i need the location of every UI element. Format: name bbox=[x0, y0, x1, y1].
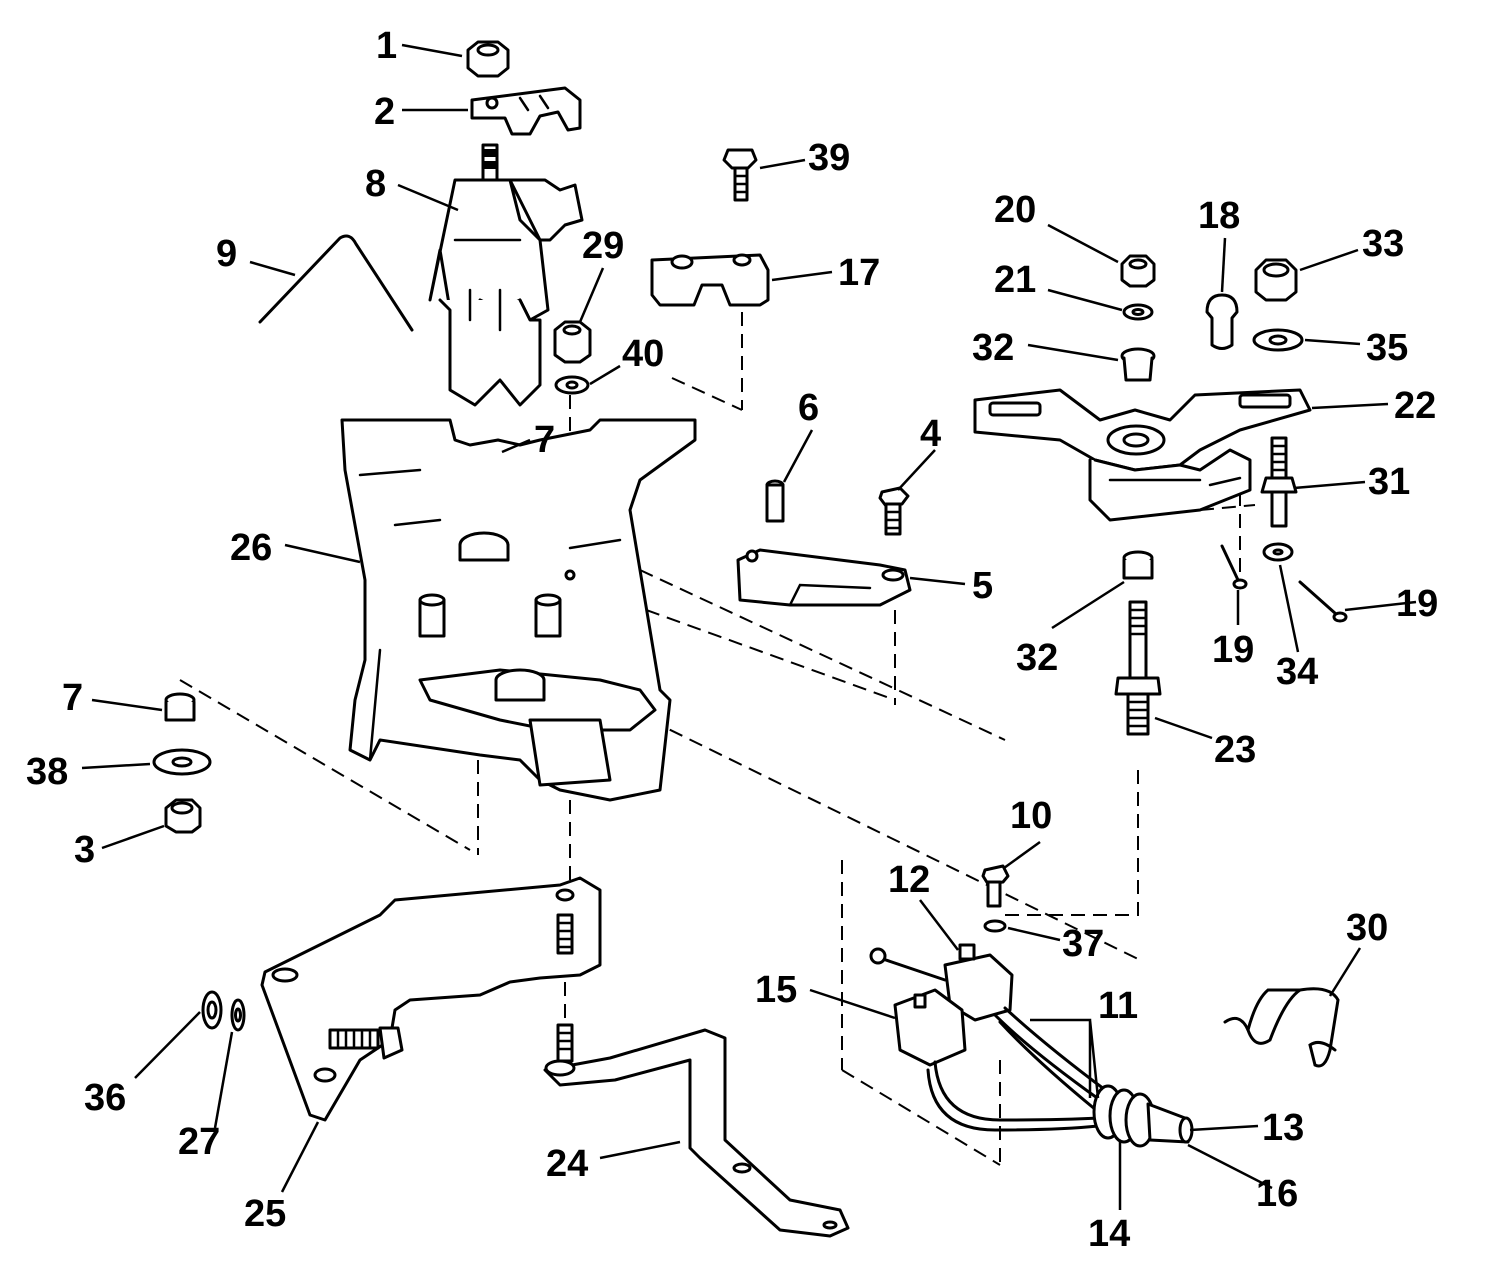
part-17-clamp-block bbox=[650, 253, 770, 307]
callout-14: 14 bbox=[1088, 1213, 1130, 1255]
callout-19-center: 19 bbox=[1212, 629, 1254, 671]
part-19-cotter-pin-left bbox=[1220, 544, 1248, 590]
callout-15: 15 bbox=[755, 969, 797, 1011]
callout-16: 16 bbox=[1256, 1173, 1298, 1215]
callout-7-upper: 7 bbox=[534, 419, 555, 461]
callout-20: 20 bbox=[994, 189, 1036, 231]
part-26-main-bracket bbox=[340, 418, 697, 802]
part-23-stud bbox=[1114, 600, 1162, 736]
part-13-16-sleeve bbox=[1146, 1102, 1194, 1144]
part-32-bushing-upper bbox=[1120, 347, 1156, 382]
part-8-upper-bracket bbox=[428, 143, 584, 407]
callout-35: 35 bbox=[1366, 327, 1408, 369]
callout-19-right: 19 bbox=[1396, 583, 1438, 625]
callout-26: 26 bbox=[230, 527, 272, 569]
callout-30: 30 bbox=[1346, 907, 1388, 949]
part-5-lever bbox=[736, 548, 912, 607]
part-25-lower-plate bbox=[260, 876, 602, 1122]
part-31-stud bbox=[1260, 436, 1298, 528]
callout-24: 24 bbox=[546, 1143, 588, 1185]
callout-25: 25 bbox=[244, 1193, 286, 1235]
part-30-spring-clip bbox=[1223, 987, 1340, 1068]
callout-5: 5 bbox=[972, 565, 993, 607]
part-7-bushing-lower bbox=[164, 692, 196, 722]
part-27-washer bbox=[230, 998, 246, 1032]
part-3-nut bbox=[164, 798, 202, 834]
part-38-washer bbox=[152, 748, 212, 776]
part-4-bolt bbox=[878, 486, 910, 536]
part-37-washer bbox=[983, 919, 1007, 933]
part-33-nut bbox=[1254, 258, 1298, 302]
callout-3: 3 bbox=[74, 829, 95, 871]
part-36-nut bbox=[201, 990, 223, 1030]
part-35-washer bbox=[1252, 328, 1304, 352]
callout-38: 38 bbox=[26, 751, 68, 793]
part-18-pin bbox=[1205, 293, 1239, 350]
part-11-wire-harness bbox=[926, 1006, 1110, 1132]
callout-2: 2 bbox=[374, 91, 395, 133]
callout-10: 10 bbox=[1010, 795, 1052, 837]
callout-32-upper: 32 bbox=[972, 327, 1014, 369]
part-29-nut bbox=[553, 320, 592, 364]
part-39-bolt bbox=[722, 148, 758, 202]
part-1-nut bbox=[466, 40, 510, 78]
part-20-nut bbox=[1120, 254, 1156, 288]
callout-9: 9 bbox=[216, 233, 237, 275]
callout-33: 33 bbox=[1362, 223, 1404, 265]
callout-17: 17 bbox=[838, 252, 880, 294]
part-34-washer bbox=[1262, 542, 1294, 562]
callout-labels: 1 2 3 4 5 6 7 7 8 9 10 11 12 13 14 15 16… bbox=[26, 25, 1438, 1255]
callout-39: 39 bbox=[808, 137, 850, 179]
part-19-cotter-pin-right bbox=[1298, 580, 1348, 623]
callout-22: 22 bbox=[1394, 385, 1436, 427]
part-21-washer bbox=[1122, 303, 1154, 321]
callout-12: 12 bbox=[888, 859, 930, 901]
part-32-bushing-lower bbox=[1122, 550, 1154, 580]
part-22-steering-arm bbox=[973, 388, 1312, 522]
part-24-rod-bracket bbox=[543, 1023, 850, 1238]
assembly-dashed-lines bbox=[179, 312, 1256, 1166]
callout-18: 18 bbox=[1198, 195, 1240, 237]
callout-11: 11 bbox=[1098, 985, 1138, 1027]
callout-37: 37 bbox=[1062, 923, 1104, 965]
callout-29: 29 bbox=[582, 225, 624, 267]
part-2-clamp-cap bbox=[470, 86, 582, 136]
callout-36: 36 bbox=[84, 1077, 126, 1119]
callout-27: 27 bbox=[178, 1121, 220, 1163]
callout-8: 8 bbox=[365, 163, 386, 205]
callout-13: 13 bbox=[1262, 1107, 1304, 1149]
part-40-washer bbox=[554, 375, 590, 395]
part-10-screw bbox=[981, 864, 1010, 908]
callout-21: 21 bbox=[994, 259, 1036, 301]
leader-lines bbox=[81, 43, 1417, 1210]
part-15-switch bbox=[893, 988, 967, 1067]
callout-23: 23 bbox=[1214, 729, 1256, 771]
callout-6: 6 bbox=[798, 387, 819, 429]
callout-1: 1 bbox=[376, 25, 397, 67]
part-9-bent-rod bbox=[258, 234, 414, 332]
part-6-pin bbox=[765, 479, 785, 523]
callout-31: 31 bbox=[1368, 461, 1410, 503]
callout-32-lower: 32 bbox=[1016, 637, 1058, 679]
callout-34: 34 bbox=[1276, 651, 1318, 693]
part-14-grommet bbox=[1092, 1084, 1156, 1148]
callout-7-lower: 7 bbox=[62, 677, 83, 719]
callout-4: 4 bbox=[920, 413, 941, 455]
callout-40: 40 bbox=[622, 333, 664, 375]
